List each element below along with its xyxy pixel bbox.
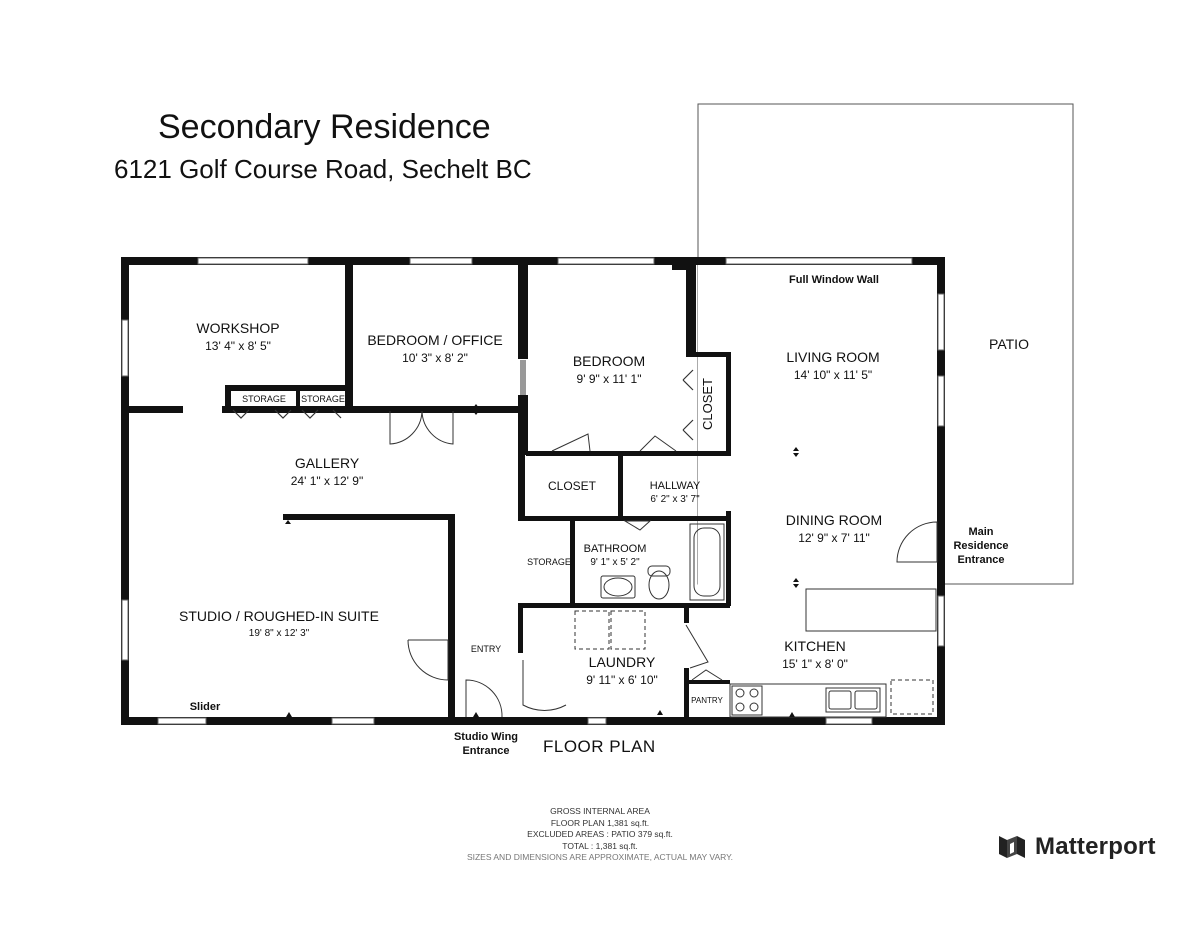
bathroom-name: BATHROOM <box>584 543 647 555</box>
studio-entrance-line1: Studio Wing <box>454 731 518 743</box>
kitchen-name: KITCHEN <box>784 638 845 654</box>
workshop-name: WORKSHOP <box>196 320 279 336</box>
living-room-dim: 14' 10" x 11' 5" <box>794 368 872 382</box>
main-entrance-line3: Entrance <box>957 554 1004 566</box>
area-disclaimer: SIZES AND DIMENSIONS ARE APPROXIMATE, AC… <box>466 852 734 862</box>
studio-entrance-line2: Entrance <box>462 745 509 757</box>
studio-dim: 19' 8" x 12' 3" <box>249 628 310 639</box>
area-excluded: EXCLUDED AREAS : PATIO 379 sq.ft. <box>527 829 673 839</box>
gallery-dim: 24' 1" x 12' 9" <box>291 474 363 488</box>
living-room-name: LIVING ROOM <box>786 349 879 365</box>
bedroom-office-name: BEDROOM / OFFICE <box>367 332 502 348</box>
plan-address: 6121 Golf Course Road, Sechelt BC <box>114 154 532 184</box>
slider-label: Slider <box>190 701 221 713</box>
closet-vertical-name: CLOSET <box>700 378 715 430</box>
gallery-name: GALLERY <box>295 455 360 471</box>
plan-title: Secondary Residence <box>158 108 491 146</box>
bedroom-office-dim: 10' 3" x 8' 2" <box>402 351 468 365</box>
hallway-dim: 6' 2" x 3' 7" <box>650 494 700 505</box>
interior-walls <box>129 260 731 720</box>
dining-room-dim: 12' 9" x 7' 11" <box>798 531 870 545</box>
windows <box>121 257 945 725</box>
kitchen-dim: 15' 1" x 8' 0" <box>782 657 848 671</box>
closet-name: CLOSET <box>548 479 597 493</box>
main-entrance-line2: Residence <box>953 540 1008 552</box>
brand-logo: Matterport <box>997 832 1156 862</box>
laundry-name: LAUNDRY <box>589 654 656 670</box>
brand-name: Matterport <box>1035 833 1156 860</box>
storage-label-2: STORAGE <box>301 394 345 404</box>
area-total: TOTAL : 1,381 sq.ft. <box>562 840 638 851</box>
area-floor-plan: FLOOR PLAN 1,381 sq.ft. <box>550 817 650 828</box>
matterport-logo-icon <box>999 836 1025 858</box>
area-heading: GROSS INTERNAL AREA <box>550 806 650 816</box>
storage-hall-label: STORAGE <box>527 557 571 567</box>
bedroom-name: BEDROOM <box>573 353 645 369</box>
floor-plan-label: FLOOR PLAN <box>543 737 656 756</box>
patio-name: PATIO <box>989 336 1029 352</box>
entry-label: ENTRY <box>471 644 501 654</box>
pantry-label: PANTRY <box>691 696 723 705</box>
bathroom-dim: 9' 1" x 5' 2" <box>590 557 640 568</box>
bedroom-dim: 9' 9" x 11' 1" <box>577 372 642 386</box>
storage-label-1: STORAGE <box>242 394 286 404</box>
main-entrance-line1: Main <box>968 526 993 538</box>
laundry-dim: 9' 11" x 6' 10" <box>586 673 658 687</box>
exterior-walls <box>121 257 945 725</box>
area-summary: GROSS INTERNAL AREA FLOOR PLAN 1,381 sq.… <box>420 806 780 864</box>
hallway-name: HALLWAY <box>650 480 701 492</box>
full-window-wall-label: Full Window Wall <box>789 274 879 286</box>
studio-name: STUDIO / ROUGHED-IN SUITE <box>179 608 379 624</box>
workshop-dim: 13' 4" x 8' 5" <box>205 339 271 353</box>
dining-room-name: DINING ROOM <box>786 512 882 528</box>
